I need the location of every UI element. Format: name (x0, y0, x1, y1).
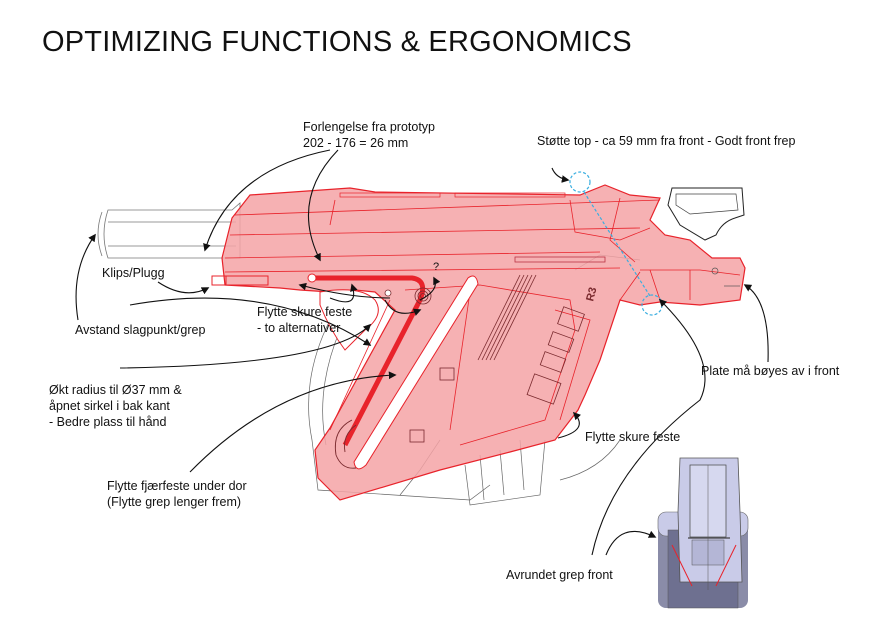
arrow-screw-alt-b (384, 299, 422, 316)
annotation-radius-line3: - Bedre plass til hånd (49, 415, 167, 429)
arrow-move-screw (557, 411, 582, 439)
arrow-spring (189, 371, 397, 473)
arrow-radius (119, 323, 372, 369)
annotation-extension-line1: Forlengelse fra prototyp (303, 120, 436, 134)
grip-section-inset (657, 457, 749, 609)
annotation-rounded-grip: Avrundet grep front (506, 568, 613, 582)
annotation-move-screw-alt-line2: - to alternativer (257, 321, 341, 335)
main-body: R3 (211, 184, 746, 501)
arrow-rounded-grip-a (591, 298, 706, 556)
guide-slot (353, 275, 479, 470)
annotation-top-support: Støtte top - ca 59 mm fra front - Godt f… (537, 134, 796, 148)
annotation-move-screw-alt-line1: Flytte skure feste (257, 305, 353, 319)
front-plate (667, 187, 745, 241)
arrow-support-top (551, 167, 570, 183)
arrow-screw-alt-a (298, 282, 391, 299)
body-shape (221, 184, 746, 501)
annotation-radius: Økt radius til Ø37 mm & åpnet sirkel i b… (49, 382, 182, 430)
annotation-extension: Forlengelse fra prototyp 202 - 176 = 26 … (303, 119, 435, 151)
arrow-distance-right (129, 297, 372, 346)
annotation-spring-line1: Flytte fjærfeste under dor (107, 479, 247, 493)
annotation-plate: Plate må bøyes av i front (701, 364, 840, 378)
annotation-distance: Avstand slagpunkt/grep (75, 323, 206, 337)
arrow-extension-b (307, 149, 339, 262)
arrow-screw-alt-c (329, 283, 358, 303)
arrow-clip (157, 281, 210, 295)
arrow-plate (743, 284, 769, 363)
arrow-distance-left (75, 233, 96, 321)
arrow-rounded-grip-b (605, 530, 657, 556)
roller (334, 419, 357, 469)
annotation-move-screw-alt: Flytte skure feste - to alternativer (257, 304, 352, 336)
pivot (414, 287, 432, 305)
question-mark: ? (433, 261, 439, 273)
leader-arrows (75, 149, 769, 556)
annotation-spring: Flytte fjærfeste under dor (Flytte grep … (107, 478, 247, 510)
page-title: OPTIMIZING FUNCTIONS & ERGONOMICS (42, 26, 632, 58)
arrow-extension-a (203, 149, 331, 252)
annotation-radius-line2: åpnet sirkel i bak kant (49, 399, 170, 413)
annotation-radius-line1: Økt radius til Ø37 mm & (49, 383, 182, 397)
annotation-spring-line2: (Flytte grep lenger frem) (107, 495, 242, 509)
barrel-outline (97, 202, 241, 259)
annotation-extension-line2: 202 - 176 = 26 mm (303, 136, 409, 150)
annotation-move-screw: Flytte skure feste (585, 430, 681, 444)
support-top-circle (569, 171, 591, 193)
annotation-clip: Klips/Plugg (102, 266, 165, 280)
arrow-question (419, 276, 441, 301)
part-marking: R3 (584, 286, 599, 303)
